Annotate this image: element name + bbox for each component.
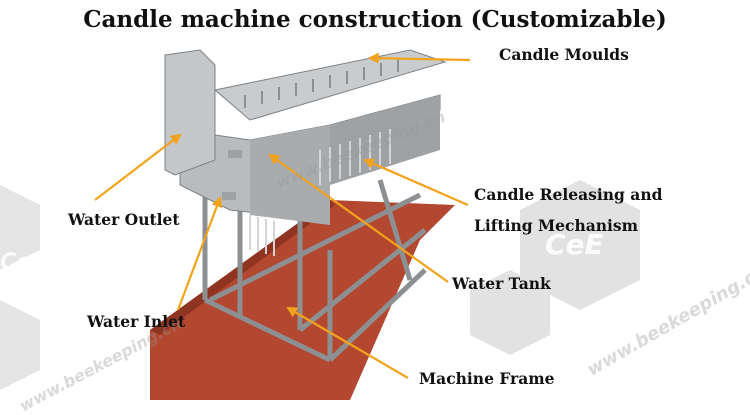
machine-frame (202, 179, 427, 363)
diagram-title: Candle machine construction (Customizabl… (83, 6, 667, 33)
watermark-badge-left (0, 185, 40, 390)
side-panel (164, 49, 216, 176)
label-water-outlet: Water Outlet (68, 210, 180, 229)
watermark-logo-left: CeE (0, 250, 47, 275)
watermark-badge-right (470, 180, 640, 355)
label-releasing-line1: Candle Releasing and (474, 185, 663, 204)
candle-machine-illustration (0, 49, 640, 400)
arrow-water-tank (268, 153, 449, 283)
arrow-water-outlet (94, 133, 182, 201)
releasing-rods (249, 129, 391, 256)
arrow-machine-frame (286, 306, 409, 379)
outlet-pipe (228, 150, 242, 158)
callout-arrows (94, 52, 471, 379)
arrow-candle-moulds (367, 52, 471, 64)
label-candle-moulds: Candle Moulds (499, 45, 629, 64)
arrow-releasing-mechanism (362, 158, 469, 207)
inlet-pipe (222, 192, 236, 200)
label-releasing-line2: Lifting Mechanism (474, 216, 639, 235)
label-machine-frame: Machine Frame (419, 369, 555, 388)
mould-pins (244, 59, 399, 108)
label-water-tank: Water Tank (452, 274, 551, 293)
arrow-water-inlet (176, 195, 223, 311)
watermark-logo-right: CeE (545, 228, 604, 261)
label-water-inlet: Water Inlet (87, 312, 186, 331)
